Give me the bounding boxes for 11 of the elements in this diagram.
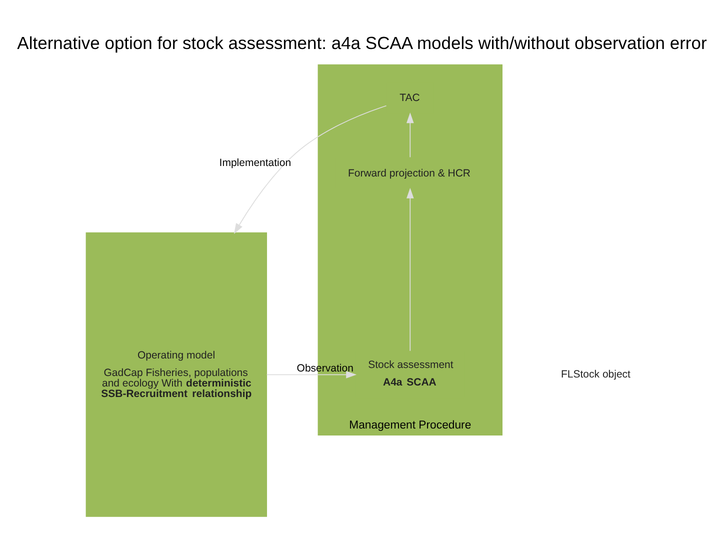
arrow	[406, 187, 414, 351]
label: FLStock object	[561, 368, 630, 380]
diagram-title: Alternative option for stock assessment: a4a SCAA models with/without observation error	[17, 32, 707, 53]
node-text: Forward projection & HCR	[348, 166, 471, 179]
edge-label: Implementation	[219, 156, 292, 168]
arrow	[266, 370, 357, 378]
node-text: TAC	[400, 92, 420, 104]
arrow	[406, 112, 414, 158]
node-text: Stock assessment A4a SCAA	[368, 358, 454, 388]
node-box: Operating model GadCap Fisheries, populations and ecology With deterministic SSB-Recruitment relationship	[86, 232, 268, 516]
arrow	[234, 104, 387, 234]
